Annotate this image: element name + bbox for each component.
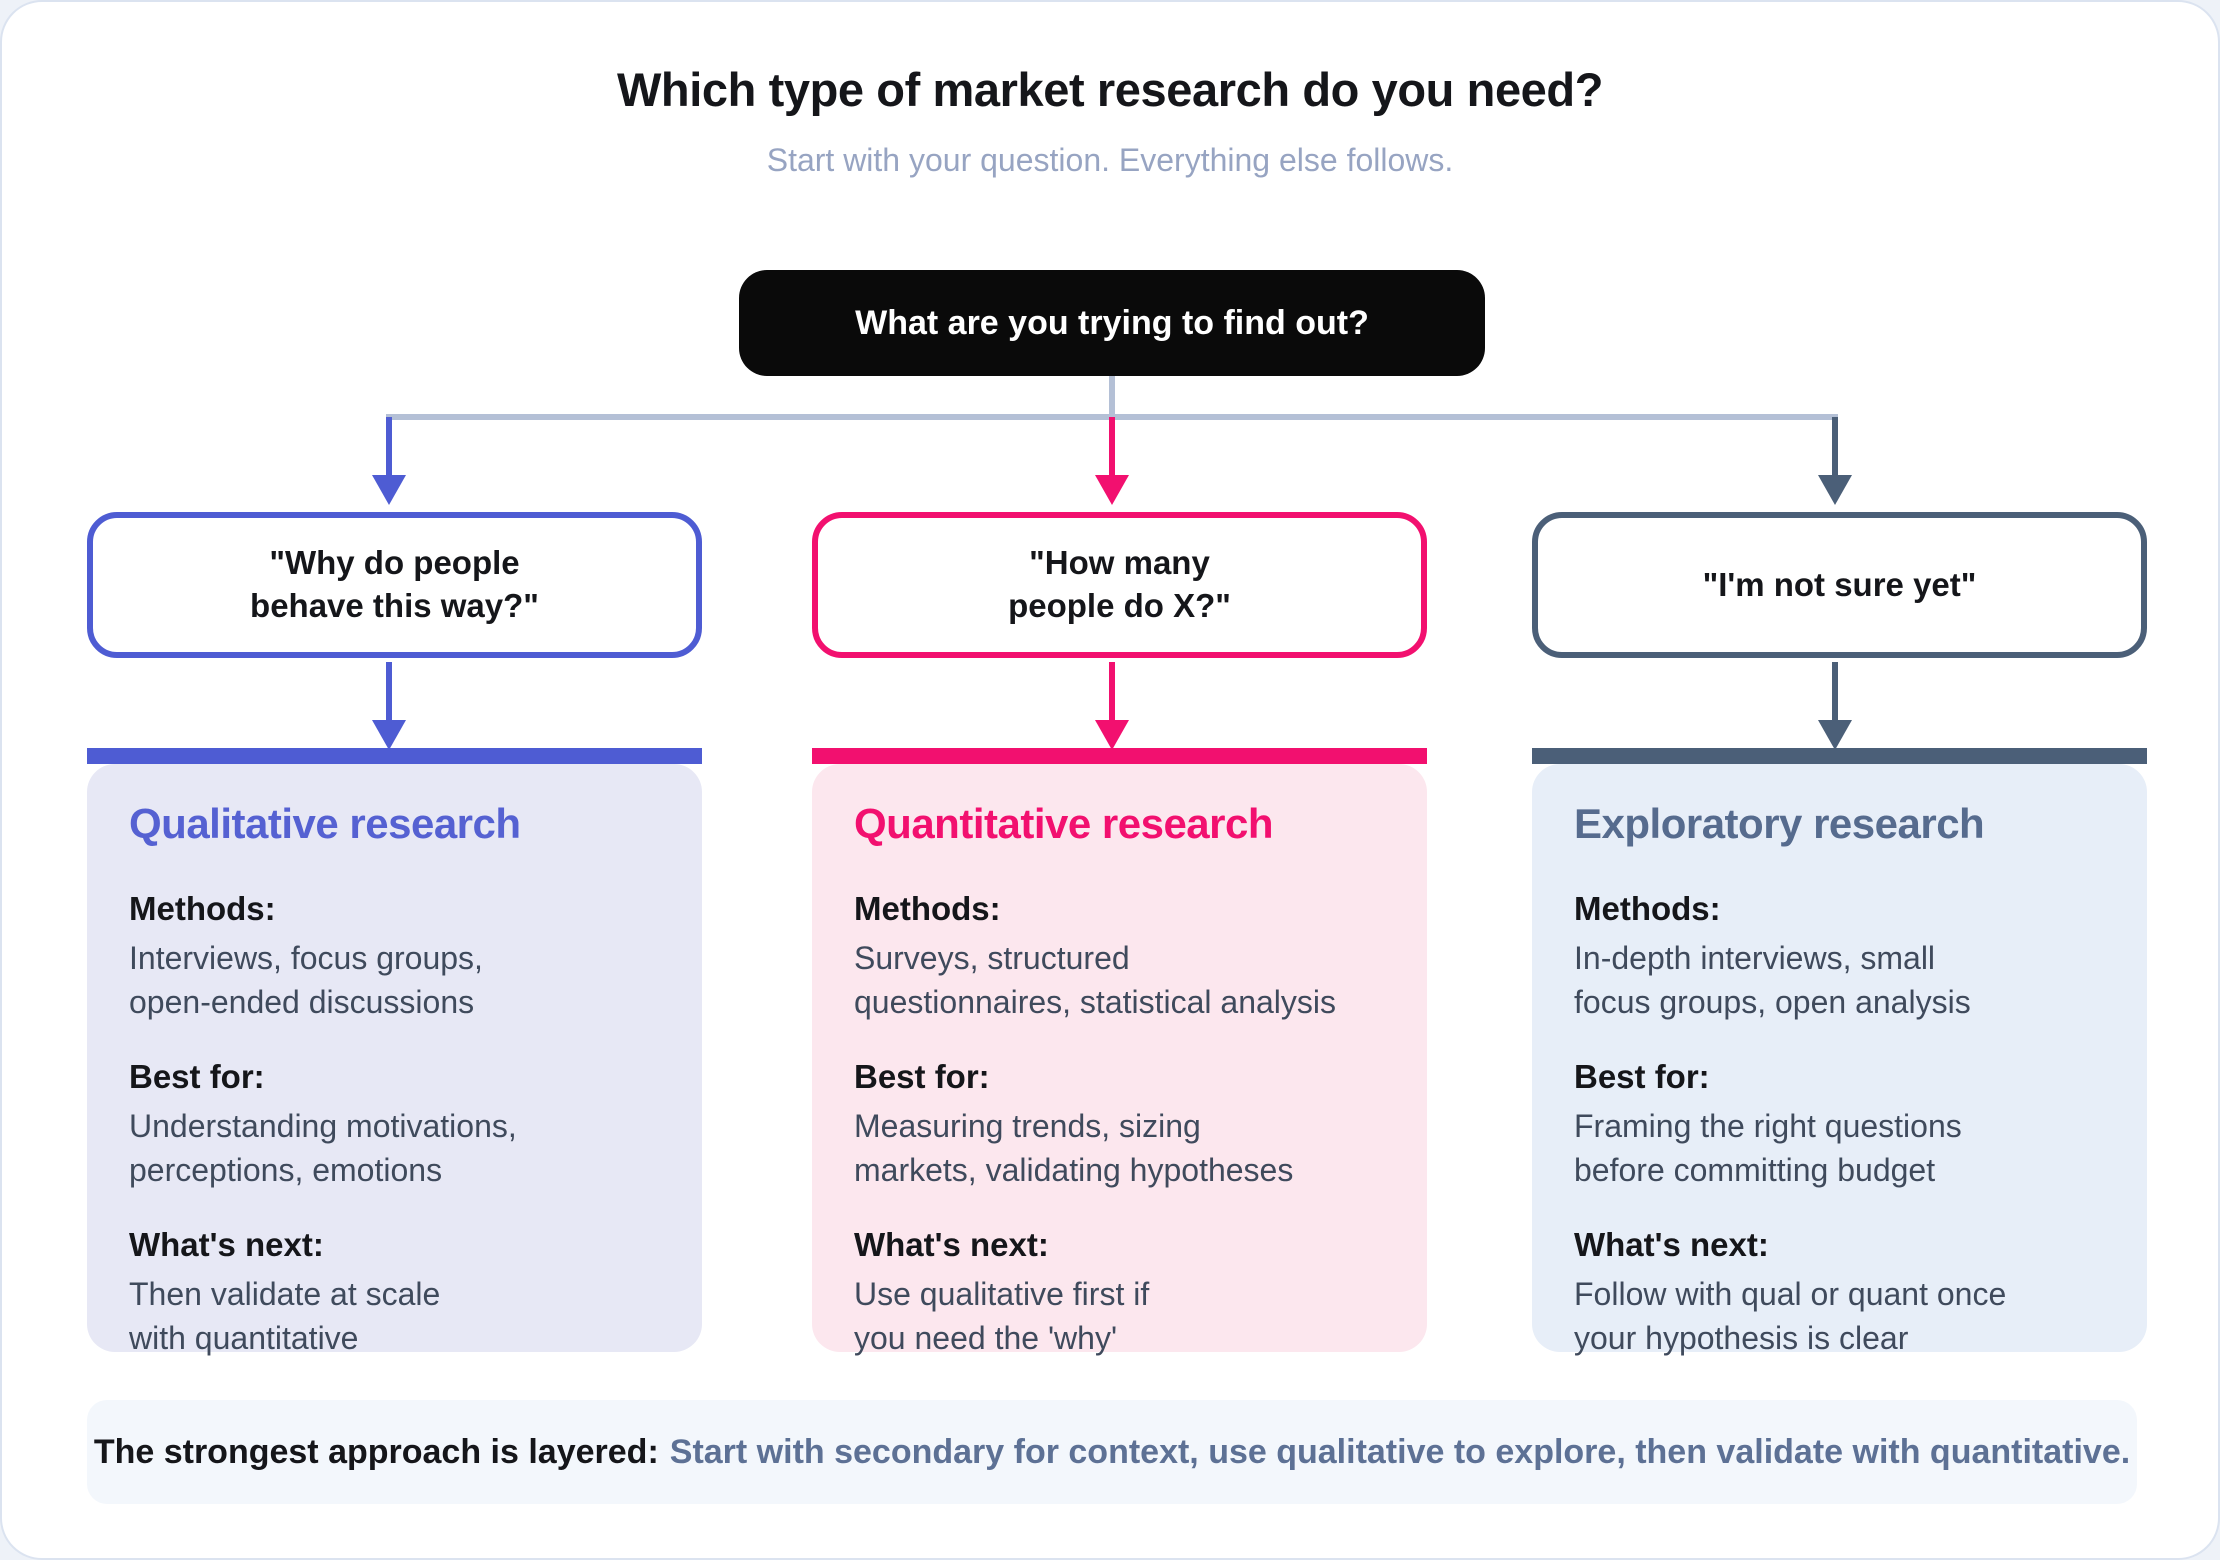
section-label: Methods: [1574,890,1721,927]
footer-text: Start with secondary for context, use qu… [669,1432,2131,1471]
footer-note: The strongest approach is layered: Start… [87,1400,2137,1504]
section-label: Best for: [129,1058,265,1095]
section-label: Methods: [129,890,276,927]
card-section-methods: Methods: Surveys, structured questionnai… [854,890,1387,1024]
card-accent-bar [1532,748,2147,764]
card-section-methods: Methods: Interviews, focus groups, open-… [129,890,662,1024]
question-box-qualitative: "Why do people behave this way?" [87,512,702,658]
card-section-whats-next: What's next: Use qualitative first if yo… [854,1226,1387,1360]
arrow-down-quantitative-top [1095,417,1129,505]
section-label: Best for: [854,1058,990,1095]
section-label: What's next: [854,1226,1049,1263]
arrow-down-exploratory-top [1818,417,1852,505]
card-section-whats-next: What's next: Then validate at scale with… [129,1226,662,1360]
arrow-down-qualitative-top [372,417,406,505]
question-box-exploratory: "I'm not sure yet" [1532,512,2147,658]
card-title: Qualitative research [129,800,521,847]
section-text: Use qualitative first if you need the 'w… [854,1276,1150,1356]
card-accent-bar [812,748,1427,764]
card-qualitative: Qualitative research Methods: Interviews… [87,748,702,1356]
card-title: Exploratory research [1574,800,1985,847]
card-section-best-for: Best for: Measuring trends, sizing marke… [854,1058,1387,1192]
question-box-quantitative: "How many people do X?" [812,512,1427,658]
section-text: In-depth interviews, small focus groups,… [1574,940,1971,1020]
card-section-methods: Methods: In-depth interviews, small focu… [1574,890,2107,1024]
connector-stub [1109,376,1115,417]
card-accent-bar [87,748,702,764]
root-question-box: What are you trying to find out? [739,270,1485,376]
page-subtitle: Start with your question. Everything els… [766,142,1454,178]
section-label: Methods: [854,890,1001,927]
section-text: Framing the right questions before commi… [1574,1108,1962,1188]
card-section-whats-next: What's next: Follow with qual or quant o… [1574,1226,2107,1360]
card-body: Quantitative research Methods: Surveys, … [812,764,1427,1356]
footer-lead: The strongest approach is layered: [93,1432,659,1471]
section-text: Understanding motivations, perceptions, … [129,1108,517,1188]
section-text: Measuring trends, sizing markets, valida… [854,1108,1294,1188]
arrow-down-qualitative-bottom [372,662,406,750]
card-body: Exploratory research Methods: In-depth i… [1532,764,2147,1356]
section-text: Surveys, structured questionnaires, stat… [854,940,1337,1020]
section-text: Interviews, focus groups, open-ended dis… [129,940,483,1020]
arrow-down-exploratory-bottom [1818,662,1852,750]
card-quantitative: Quantitative research Methods: Surveys, … [812,748,1427,1356]
section-label: Best for: [1574,1058,1710,1095]
section-text: Then validate at scale with quantitative [129,1276,441,1356]
section-label: What's next: [1574,1226,1769,1263]
card-exploratory: Exploratory research Methods: In-depth i… [1532,748,2147,1356]
card-section-best-for: Best for: Understanding motivations, per… [129,1058,662,1192]
arrow-down-quantitative-bottom [1095,662,1129,750]
card-title: Quantitative research [854,800,1274,847]
card-section-best-for: Best for: Framing the right questions be… [1574,1058,2107,1192]
section-text: Follow with qual or quant once your hypo… [1574,1276,2007,1356]
page-title: Which type of market research do you nee… [616,63,1604,116]
section-label: What's next: [129,1226,324,1263]
card-body: Qualitative research Methods: Interviews… [87,764,702,1356]
